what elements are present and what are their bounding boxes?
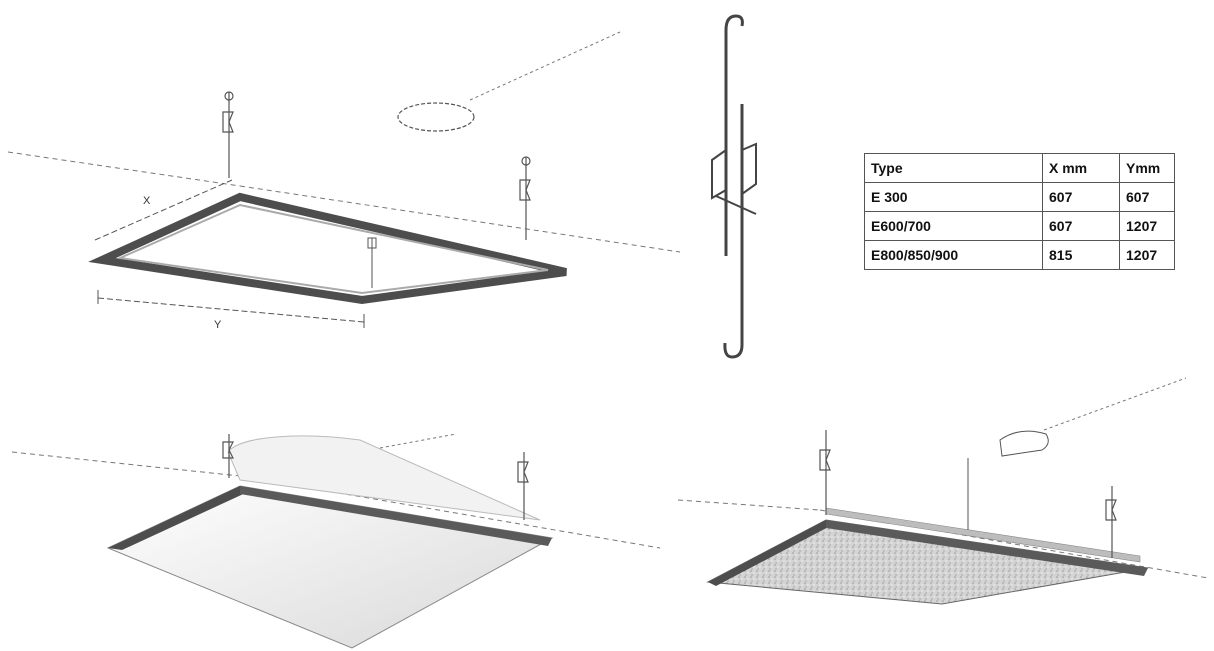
table-header-row: Type X mm Ymm — [864, 153, 1175, 183]
cell-y: 1207 — [1119, 211, 1175, 241]
ceiling-guide-line — [239, 475, 661, 549]
panel-edge — [240, 486, 552, 546]
open-frame-view: X Y — [7, 31, 681, 331]
cell-type: E 300 — [864, 182, 1043, 212]
suspension-hook-detail — [711, 14, 757, 359]
ceiling-cutout — [397, 102, 475, 132]
dimension-y-line — [97, 297, 365, 323]
ceiling-guide-line — [239, 185, 681, 253]
dimension-x-line — [94, 179, 233, 241]
ceiling-guide-line — [677, 499, 821, 511]
top-hook — [724, 14, 744, 31]
center-hanger — [367, 237, 377, 288]
cell-y: 607 — [1119, 182, 1175, 212]
table-row: E 300 607 607 — [864, 182, 1175, 212]
cell-x: 815 — [1042, 240, 1120, 270]
cell-x: 607 — [1042, 182, 1120, 212]
ceiling-guide-line — [7, 151, 241, 187]
suspension-hanger — [819, 430, 831, 515]
dimensions-table: Type X mm Ymm E 300 607 607 E600/700 607… — [864, 153, 1175, 270]
bottom-hook — [723, 342, 744, 359]
dimension-x-label: X — [143, 195, 151, 207]
cable-line — [1043, 377, 1187, 431]
cell-y: 1207 — [1119, 240, 1175, 270]
panel-edge — [708, 520, 834, 586]
suspension-hanger — [222, 434, 234, 478]
light-fixture — [999, 430, 1049, 457]
table-row: E800/850/900 815 1207 — [864, 240, 1175, 270]
cell-type: E800/850/900 — [864, 240, 1043, 270]
suspension-hanger — [517, 452, 529, 520]
header-y-mm: Ymm — [1119, 153, 1175, 183]
panel-edge — [826, 520, 1148, 576]
frame-outline — [88, 192, 567, 305]
frame-inner-edge — [116, 203, 549, 295]
header-x-mm: X mm — [1042, 153, 1120, 183]
dimension-y-label: Y — [214, 319, 222, 331]
flat-panel-view — [11, 433, 661, 649]
cell-type: E600/700 — [864, 211, 1043, 241]
clip-bracket — [711, 148, 727, 200]
suspension-hanger — [519, 156, 531, 240]
suspension-hanger — [222, 91, 234, 178]
textured-panel-view — [677, 377, 1209, 605]
panel-edge — [108, 486, 252, 550]
ceiling-guide-line — [11, 451, 241, 477]
clip-bracket — [741, 142, 757, 196]
panel-door — [227, 435, 541, 521]
cable-line — [469, 31, 621, 101]
suspension-hanger — [1105, 486, 1117, 558]
header-type: Type — [864, 153, 1043, 183]
cable-line — [379, 433, 457, 449]
cell-x: 607 — [1042, 211, 1120, 241]
table-row: E600/700 607 1207 — [864, 211, 1175, 241]
